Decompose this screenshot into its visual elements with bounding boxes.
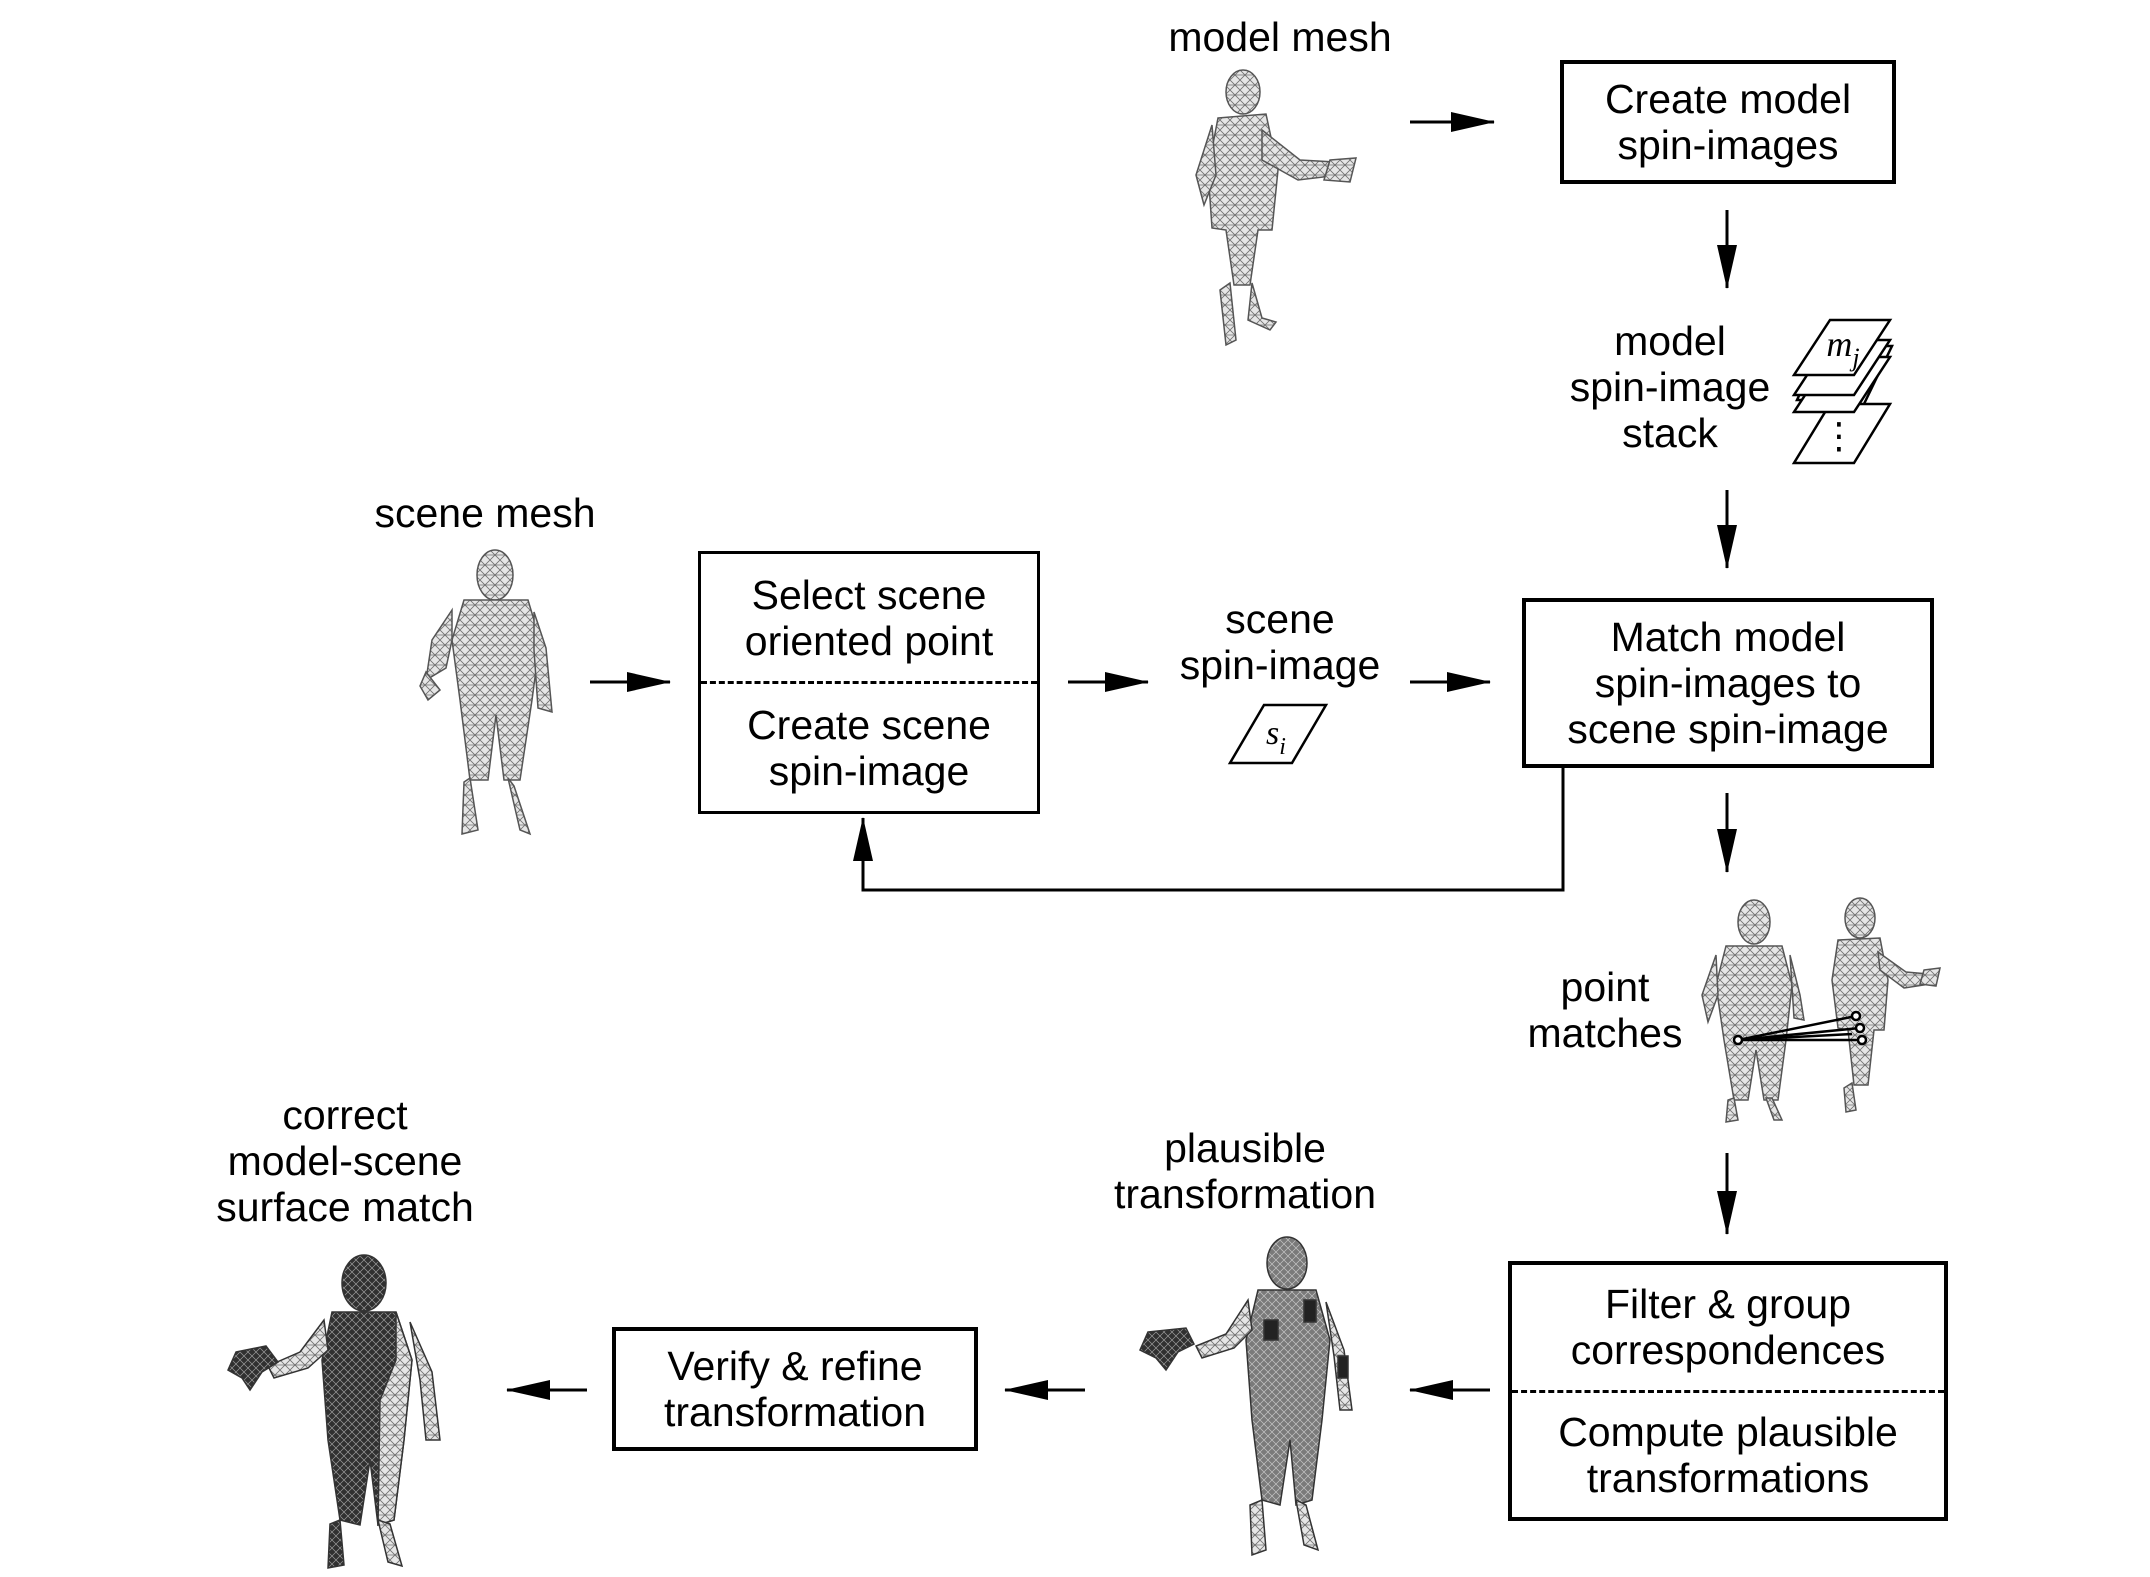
filter-compute-divider (1512, 1389, 1944, 1393)
plausible-transformation-label: plausible transformation (1090, 1125, 1400, 1217)
scene-mesh-figure (419, 549, 553, 836)
arrows (506, 112, 1737, 1400)
plausible-transformation-label-line-2: transformation (1113, 1171, 1377, 1217)
create-scene-box-line-2: spin-image (768, 747, 970, 794)
model-stack-label-line-2: spin-image (1569, 364, 1771, 410)
scene-spin-image-label-line-2: spin-image (1179, 642, 1381, 688)
select-create-divider (701, 681, 1037, 684)
create-model-box-line-2: spin-images (1617, 122, 1839, 168)
create-model-box-line-1: Create model (1604, 76, 1852, 122)
filter-group-section: Filter & group correspondences (1512, 1265, 1944, 1390)
scene-spin-image-icon (1227, 703, 1329, 765)
model-stack-label-line-1: model (1614, 318, 1726, 364)
verify-box-line-1: Verify & refine (667, 1343, 923, 1389)
correct-match-label: correct model-scene surface match (195, 1092, 495, 1230)
match-box-line-3: scene spin-image (1567, 706, 1889, 752)
model-mesh-label: model mesh (1140, 14, 1420, 60)
compute-box-line-2: transformations (1586, 1454, 1870, 1501)
verify-box-line-2: transformation (663, 1389, 927, 1435)
model-stack-label: model spin-image stack (1530, 318, 1810, 456)
point-matches-label: point matches (1500, 964, 1710, 1056)
stack-layer-bottom (1791, 402, 1893, 465)
create-scene-box-line-1: Create scene (747, 701, 991, 748)
compute-box-line-1: Compute plausible (1558, 1408, 1898, 1455)
point-matches-figures (1701, 897, 1941, 1123)
arrow-feedback-loop (853, 768, 1565, 892)
filter-box-line-1: Filter & group (1604, 1281, 1852, 1328)
select-scene-box-line-1: Select scene (751, 571, 987, 618)
filter-compute-box: Filter & group correspondences Compute p… (1508, 1261, 1948, 1521)
verify-refine-box: Verify & refine transformation (612, 1327, 978, 1451)
select-scene-box-line-2: oriented point (744, 617, 994, 664)
select-create-scene-box: Select scene oriented point Create scene… (698, 551, 1040, 814)
scene-image-symbol: si (1266, 715, 1286, 760)
model-stack-label-line-3: stack (1622, 410, 1718, 456)
match-spin-images-box: Match model spin-images to scene spin-im… (1522, 598, 1934, 768)
match-box-line-2: spin-images to (1594, 660, 1862, 706)
model-mesh-label-text: model mesh (1168, 14, 1392, 60)
create-model-spin-images-box: Create model spin-images (1560, 60, 1896, 184)
point-matches-label-line-2: matches (1527, 1010, 1683, 1056)
create-scene-spin-image-section: Create scene spin-image (701, 684, 1037, 811)
plausible-transformation-figure (1139, 1236, 1353, 1557)
correct-match-label-line-1: correct (282, 1092, 408, 1138)
correct-match-label-line-3: surface match (216, 1184, 474, 1230)
stack-layer-top (1791, 318, 1893, 377)
correct-match-figure (227, 1254, 441, 1569)
correct-match-label-line-2: model-scene (227, 1138, 463, 1184)
filter-box-line-2: correspondences (1570, 1327, 1886, 1374)
point-match-lines (1732, 1010, 1868, 1046)
scene-mesh-label: scene mesh (345, 490, 625, 536)
scene-spin-image-label-line-1: scene (1225, 596, 1335, 642)
scene-spin-image-label: scene spin-image (1140, 596, 1420, 688)
model-image-symbol: mj (1826, 324, 1859, 372)
match-box-line-1: Match model (1610, 614, 1846, 660)
scene-mesh-label-text: scene mesh (374, 490, 596, 536)
select-scene-point-section: Select scene oriented point (701, 554, 1037, 681)
stack-layers (1791, 318, 1893, 465)
model-mesh-figure (1195, 69, 1357, 347)
compute-plausible-section: Compute plausible transformations (1512, 1393, 1944, 1518)
point-matches-label-line-1: point (1560, 964, 1650, 1010)
stack-ellipsis: ⋮ (1821, 416, 1857, 457)
plausible-transformation-label-line-1: plausible (1164, 1125, 1326, 1171)
